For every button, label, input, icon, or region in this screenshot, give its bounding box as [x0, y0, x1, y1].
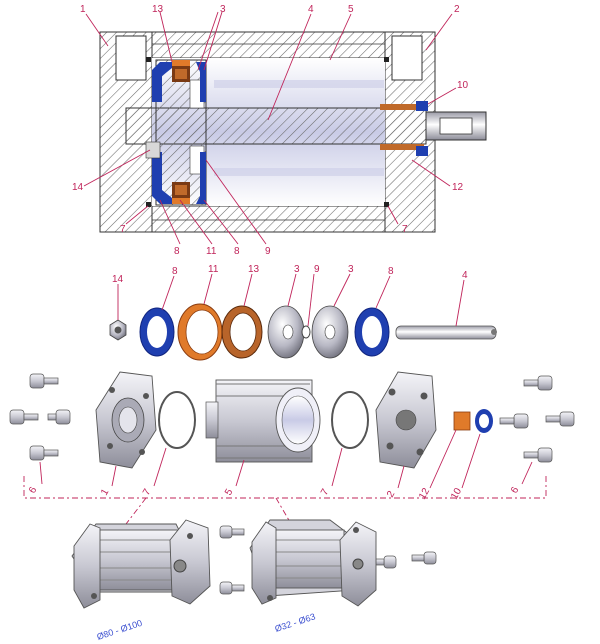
parts-row-labels: 14 8 11 13 3 9 3 8 4: [112, 264, 468, 285]
callout-14: 14: [72, 182, 84, 193]
piston-seal-top: [152, 62, 172, 102]
callout-10: 10: [457, 80, 469, 91]
assembly-label-7-right: 7: [319, 487, 332, 498]
callout-8-left: 8: [174, 246, 180, 257]
callout-13: 13: [152, 4, 164, 15]
callout-7-left: 7: [120, 224, 126, 235]
assembly-label-1: 1: [99, 487, 112, 498]
screws-right: [499, 375, 575, 463]
left-cap-port-top: [115, 35, 147, 81]
callout-9: 9: [265, 246, 271, 257]
callout-4: 4: [308, 4, 314, 15]
barrel-part: [205, 379, 321, 463]
piston-rod-part: [395, 325, 497, 340]
section-callouts: [83, 11, 457, 245]
callout-2: 2: [454, 4, 460, 15]
assembly-label-6-left: 6: [27, 485, 40, 496]
wear-ring-top: [172, 60, 190, 66]
assembly-label-10: 10: [449, 486, 464, 502]
rod-seal-bottom: [380, 144, 424, 150]
callout-1: 1: [80, 4, 86, 15]
variant-labels: Ø80 - Ø100 Ø32 - Ø63: [96, 611, 317, 641]
assembly-callouts: [23, 429, 547, 525]
right-cap-port-top: [391, 35, 423, 81]
small-bore-label: Ø32 - Ø63: [274, 611, 317, 633]
screws-left: [9, 373, 71, 461]
assembly-label-6-right: 6: [509, 485, 522, 496]
callout-11: 11: [206, 246, 217, 257]
assembly-label-2: 2: [385, 489, 398, 500]
rod-seal-top: [380, 104, 424, 110]
callout-12: 12: [452, 182, 464, 193]
part-label-8-left: 8: [172, 266, 178, 277]
part-label-8-right: 8: [388, 266, 394, 277]
part-label-13: 13: [248, 264, 260, 275]
piston-seal-bottom: [152, 152, 172, 204]
callout-5: 5: [348, 4, 354, 15]
part-label-4: 4: [462, 270, 468, 281]
assembly-label-12: 12: [417, 486, 432, 502]
rod-bushing-part: [453, 411, 471, 431]
callout-8-right: 8: [234, 246, 240, 257]
piston-nut: [145, 141, 161, 159]
callout-3: 3: [220, 4, 226, 15]
large-bore-label: Ø80 - Ø100: [96, 618, 144, 642]
parts-row-callouts: [117, 273, 465, 327]
assembly-label-7-left: 7: [141, 487, 154, 498]
part-label-14: 14: [112, 274, 124, 285]
part-label-3-right: 3: [348, 264, 354, 275]
part-label-3-left: 3: [294, 264, 300, 275]
barrel-top-wall: [151, 31, 386, 59]
section-labels: 1 13 3 4 5 2 10 14 12 7 8 11 8 9 7: [72, 4, 469, 257]
o-ring-part: [301, 325, 311, 339]
variant-large-bore: [71, 519, 211, 609]
part-label-9: 9: [314, 264, 320, 275]
part-label-11: 11: [208, 264, 219, 275]
parts-row: [109, 303, 497, 361]
assembly-row: [9, 371, 575, 469]
callout-7-right: 7: [402, 224, 408, 235]
section-view: [99, 31, 487, 233]
assembly-labels: 6 1 7 5 7 2 12 10 6: [27, 485, 522, 502]
cap-o-ring-part-left: [158, 391, 196, 449]
variant-small-bore: [219, 519, 437, 607]
cap-o-ring-part-right: [331, 391, 369, 449]
assembly-label-5: 5: [223, 487, 236, 498]
